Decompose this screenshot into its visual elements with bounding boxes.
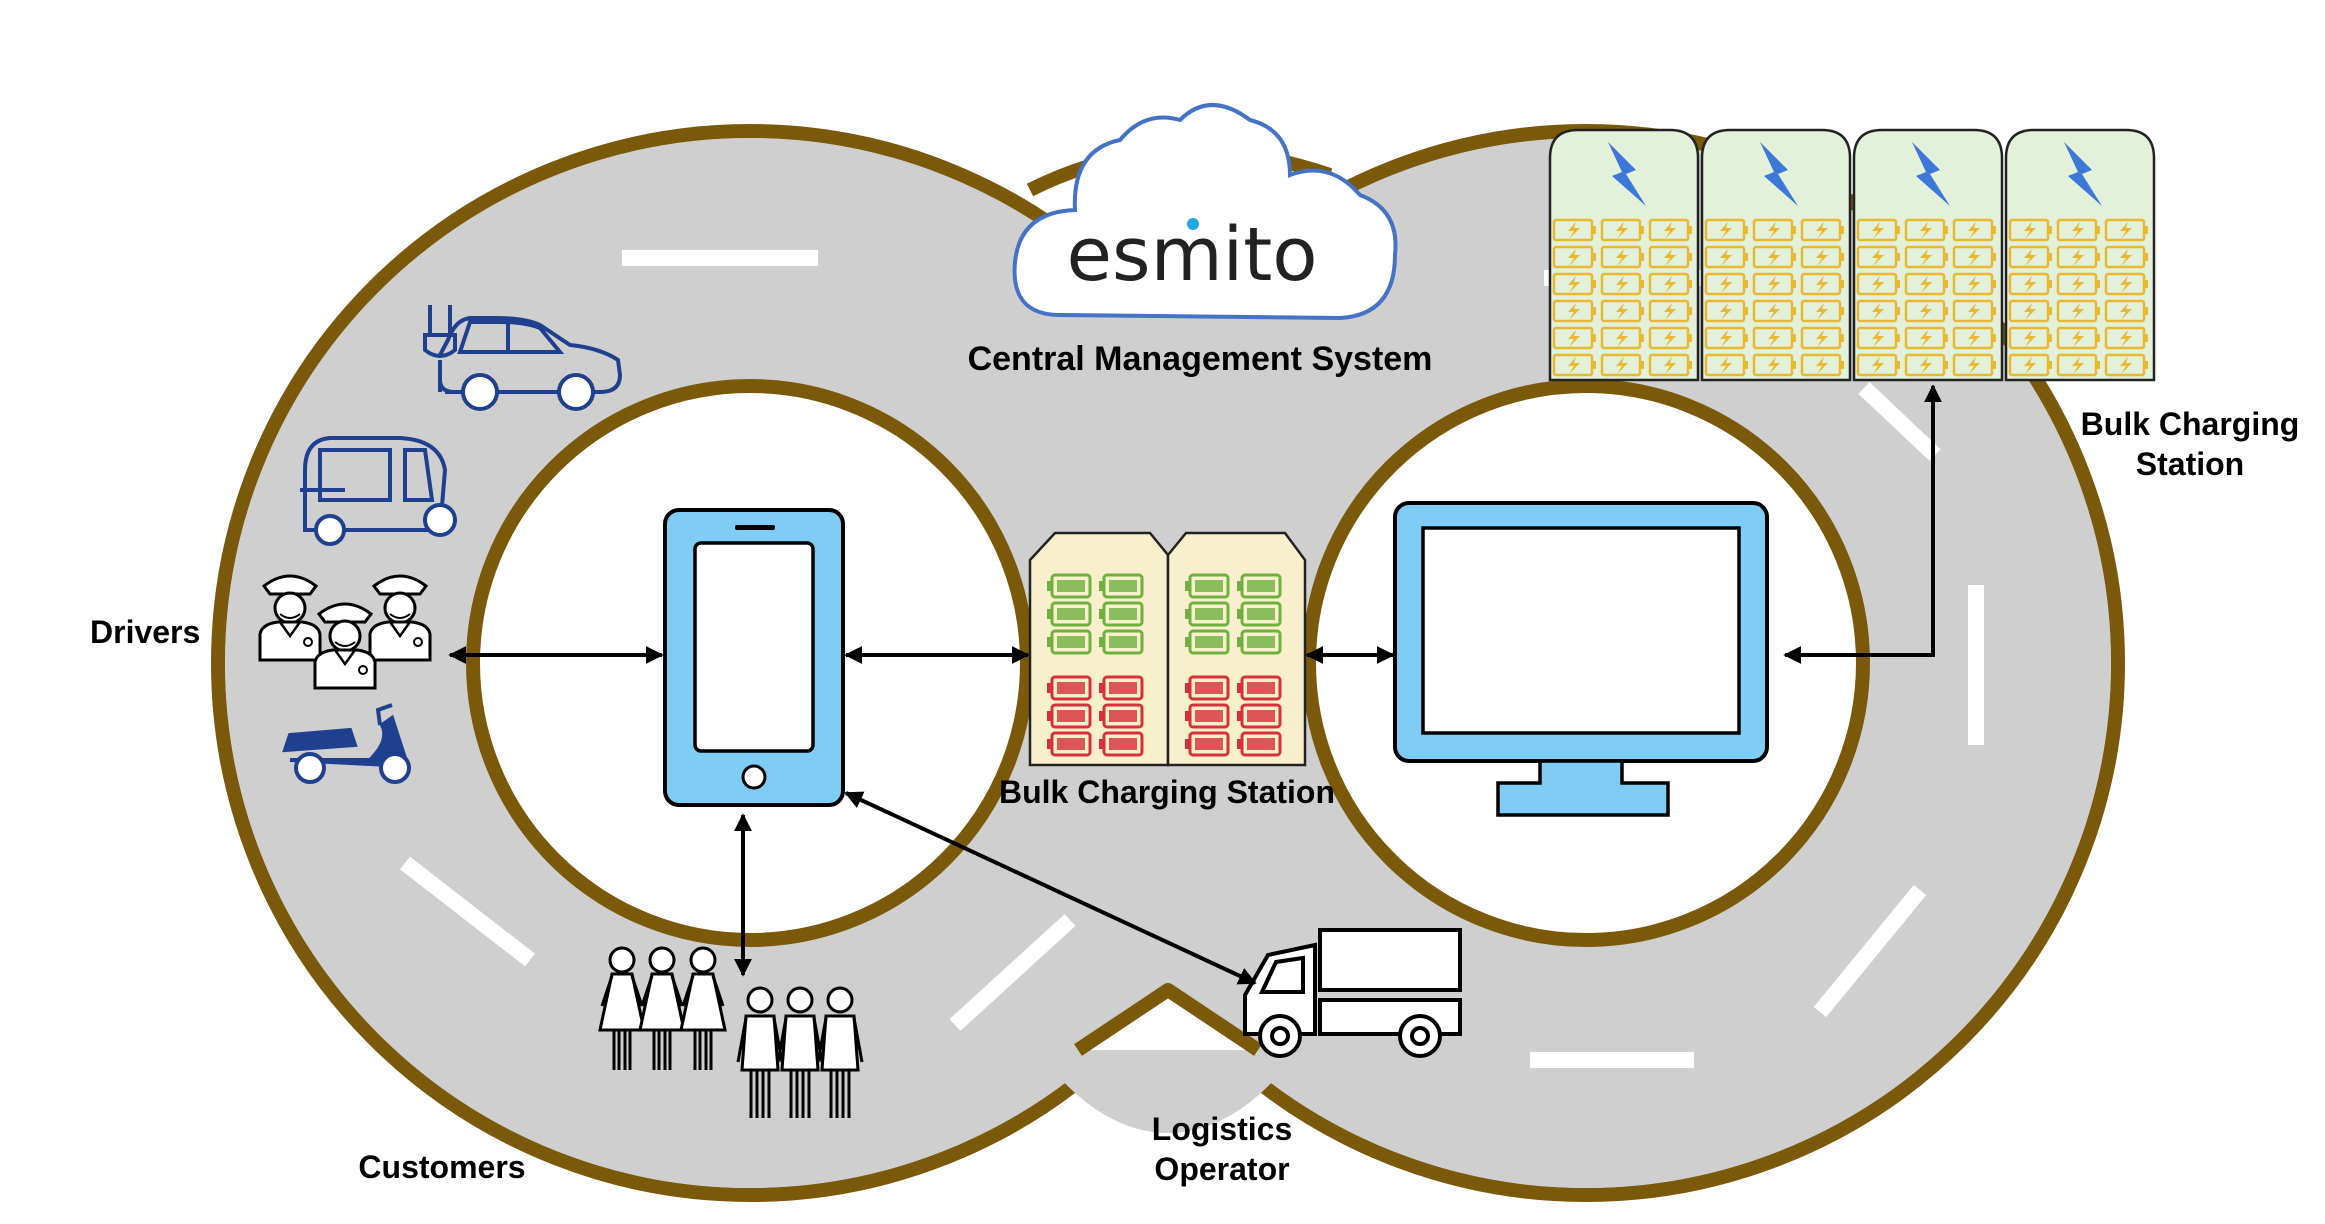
monitor-icon	[1393, 501, 1769, 817]
drivers-label: Drivers	[90, 614, 200, 650]
connectors	[448, 384, 1942, 985]
bulk-charging-center-label: Bulk Charging Station	[999, 774, 1335, 810]
bulk-charging-right-label-line2: Station	[2136, 446, 2244, 482]
truck-icon	[1243, 928, 1462, 1058]
central-management-label: Central Management System	[968, 340, 1433, 378]
bulk-charging-right-label-line1: Bulk Charging	[2081, 406, 2300, 442]
auto-rickshaw-icon	[300, 436, 457, 546]
scooter-icon	[282, 703, 411, 784]
arrow-monitor-swap	[1783, 384, 1942, 664]
logistics-label-line2: Operator	[1154, 1151, 1289, 1187]
logistics-label-line1: Logistics	[1152, 1111, 1292, 1147]
battery-cabinet-icon	[1028, 531, 1307, 767]
logo-dot	[1187, 218, 1199, 230]
cloud-icon	[1012, 103, 1398, 321]
smartphone-icon	[663, 508, 845, 807]
customers-label: Customers	[358, 1149, 525, 1185]
ev-car-icon	[423, 305, 623, 411]
arrow-phone-truck	[844, 791, 1257, 985]
